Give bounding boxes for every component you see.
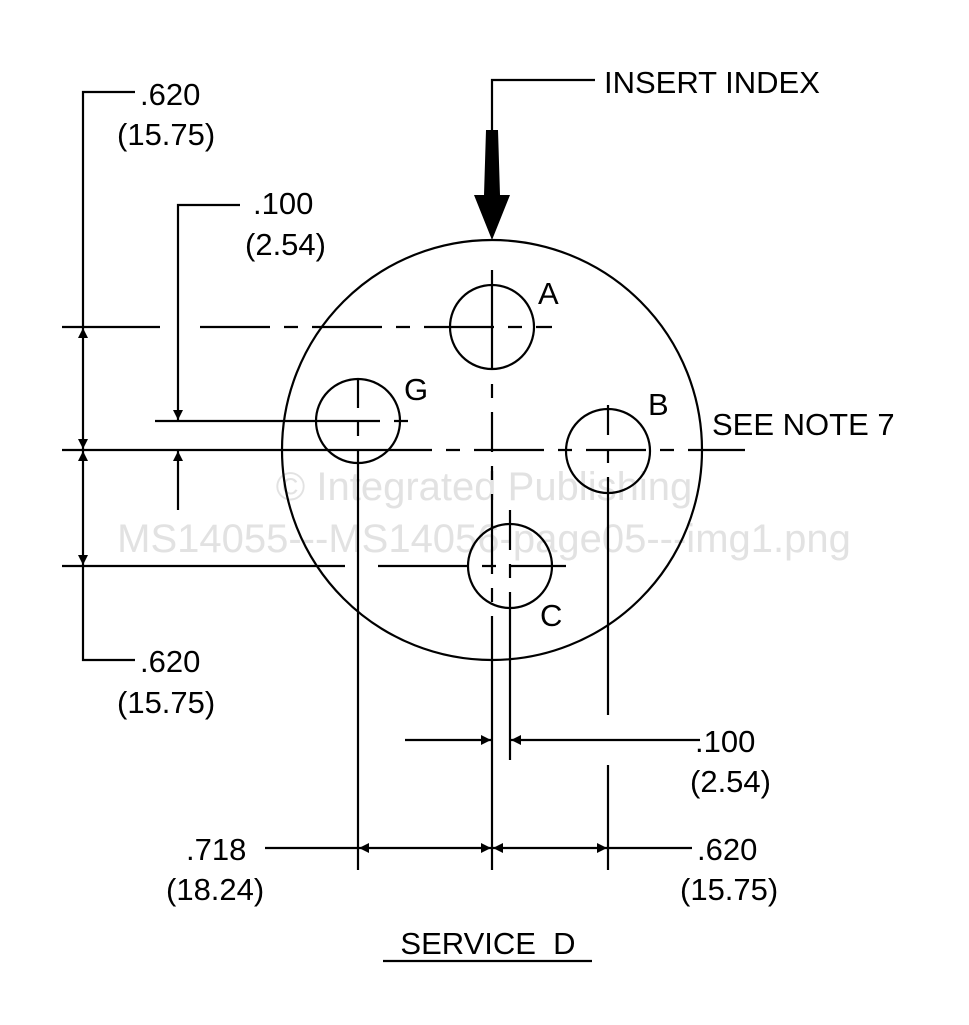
bottom-left-mm: (18.24): [166, 872, 264, 907]
left-offset-in: .100: [253, 186, 313, 221]
watermark-line1: © Integrated Publishing: [276, 465, 692, 509]
contact-label-g: G: [404, 372, 428, 407]
contact-label-b: B: [648, 387, 669, 422]
contact-label-a: A: [538, 276, 559, 311]
bottom-right-mm: (15.75): [680, 872, 778, 907]
left-top-in: .620: [140, 77, 200, 112]
left-bottom-in: .620: [140, 644, 200, 679]
bottom-right-in: .620: [697, 832, 757, 867]
contact-label-c: C: [540, 598, 562, 633]
left-dimensions: [78, 90, 240, 662]
watermark-line2: MS14055---MS14056-page05---img1.png: [117, 517, 851, 561]
bottom-offset-in: .100: [695, 724, 755, 759]
insert-index-label: INSERT INDEX: [604, 65, 820, 100]
see-note-label: SEE NOTE 7: [712, 407, 895, 442]
bottom-left-in: .718: [186, 832, 246, 867]
bottom-offset-mm: (2.54): [690, 764, 771, 799]
left-offset-mm: (2.54): [245, 227, 326, 262]
centerlines: [62, 270, 745, 870]
bottom-dimensions: [265, 735, 700, 853]
insert-index-leader: [490, 78, 595, 150]
left-top-mm: (15.75): [117, 117, 215, 152]
left-bottom-mm: (15.75): [117, 685, 215, 720]
drawing-title: SERVICE D: [400, 926, 575, 961]
insert-index-arrow: [474, 130, 510, 240]
